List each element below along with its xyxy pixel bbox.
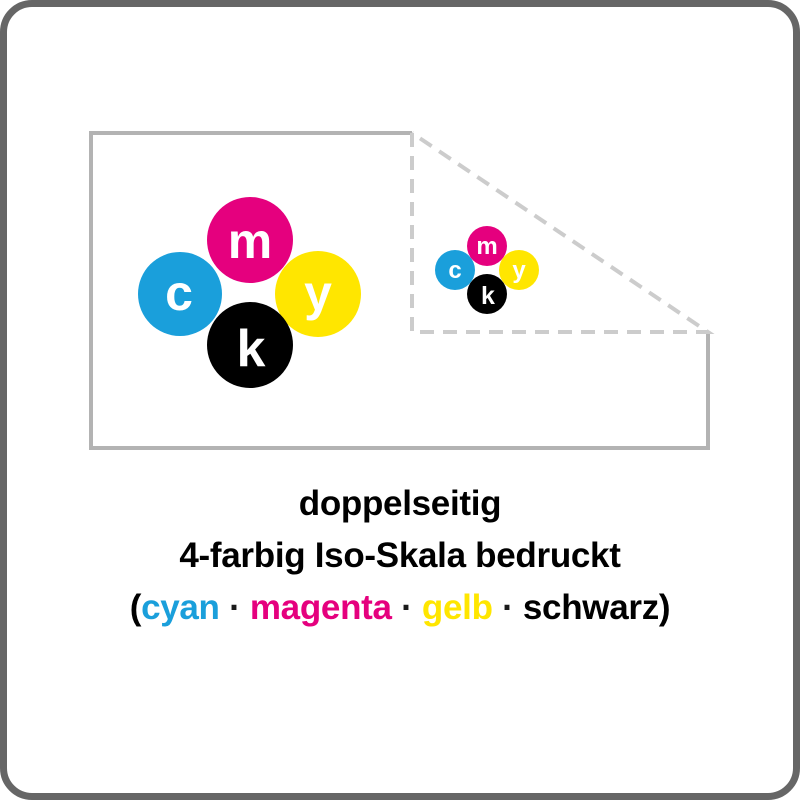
cmyk-logo-large: c m y k — [138, 197, 361, 388]
letter-m: m — [228, 213, 272, 269]
cyan-circle-small — [435, 250, 475, 290]
folded-corner-dashed — [410, 131, 715, 334]
open-paren: ( — [129, 588, 142, 627]
separator-dot: · — [219, 588, 250, 627]
letter-y: y — [304, 265, 332, 321]
letter-k: k — [237, 320, 266, 378]
caption-double-sided: doppelseitig — [298, 484, 502, 523]
cmyk-logo-small: c m y k — [435, 226, 539, 314]
color-black-label: schwarz — [522, 588, 659, 627]
color-magenta-label: magenta — [249, 588, 392, 627]
letter-c: c — [165, 265, 193, 321]
yellow-circle — [275, 251, 361, 337]
letter-m-small: m — [476, 233, 497, 260]
black-circle-small — [467, 274, 507, 314]
color-cyan-label: cyan — [141, 588, 220, 627]
separator-dot: · — [492, 588, 523, 627]
separator-dot: · — [391, 588, 422, 627]
caption-print-spec: 4-farbig Iso-Skala bedruckt — [179, 536, 621, 575]
magenta-circle — [207, 197, 293, 283]
letter-k-small: k — [481, 282, 495, 310]
letter-y-small: y — [512, 257, 526, 284]
cyan-circle — [138, 252, 222, 336]
close-paren: ) — [658, 588, 671, 627]
caption-color-list: (cyan · magenta · gelb · schwarz) — [0, 588, 800, 628]
sheet-outline — [89, 131, 710, 450]
yellow-circle-small — [499, 250, 539, 290]
black-circle — [207, 302, 293, 388]
color-yellow-label: gelb — [421, 588, 493, 627]
letter-c-small: c — [448, 257, 461, 284]
magenta-circle-small — [467, 226, 507, 266]
